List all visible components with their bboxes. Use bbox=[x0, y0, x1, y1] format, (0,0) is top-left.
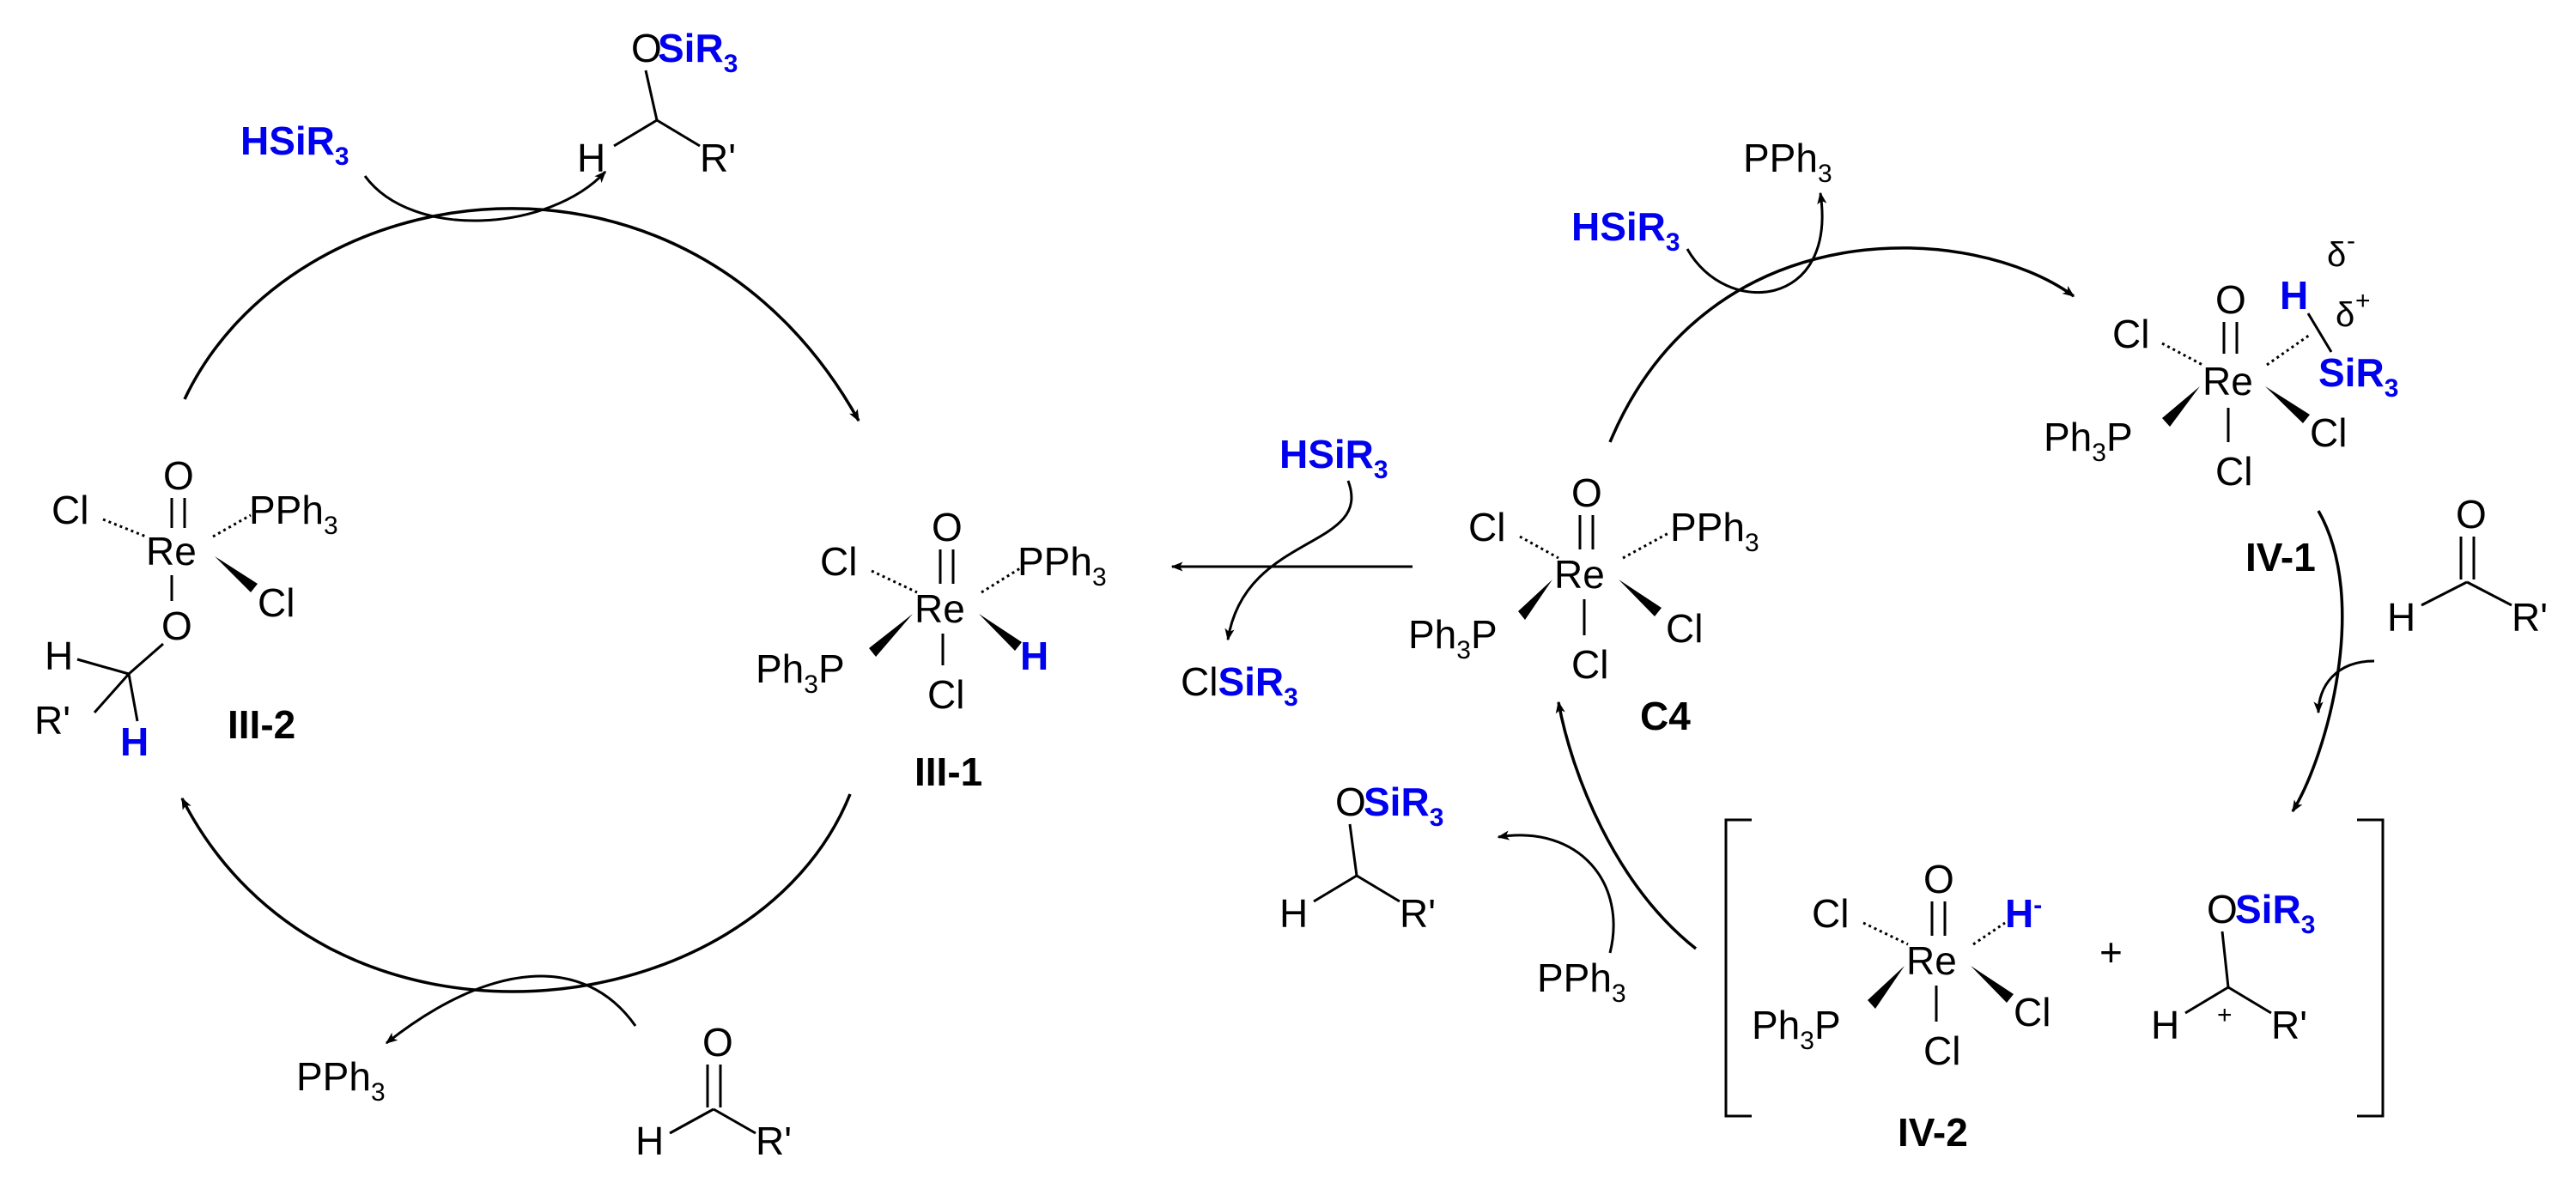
svg-text:PPh3: PPh3 bbox=[1670, 505, 1759, 557]
svg-text:IV-1: IV-1 bbox=[2245, 535, 2316, 579]
svg-text:O: O bbox=[1923, 857, 1954, 901]
svg-text:PPh3: PPh3 bbox=[1018, 539, 1107, 592]
svg-text:C4: C4 bbox=[1640, 694, 1691, 738]
side-arrow-bottom-right bbox=[1497, 830, 1615, 954]
svg-text:H: H bbox=[577, 136, 605, 180]
svg-text:-: - bbox=[2347, 227, 2355, 255]
complex-iv1: O Re Cl H δ - δ + SiR3 Ph3P Cl Cl IV-1 bbox=[2044, 227, 2398, 579]
svg-text:Cl: Cl bbox=[927, 672, 964, 717]
svg-text:Re: Re bbox=[914, 586, 965, 631]
side-arrow-top-left bbox=[363, 170, 607, 222]
svg-text:Re: Re bbox=[1554, 552, 1605, 597]
svg-text:O: O bbox=[2456, 492, 2487, 537]
svg-text:O: O bbox=[163, 453, 194, 498]
svg-text:SiR3: SiR3 bbox=[2318, 350, 2398, 403]
svg-text:R': R' bbox=[2271, 1003, 2307, 1047]
svg-text:H: H bbox=[120, 719, 149, 764]
svg-text:Cl: Cl bbox=[258, 580, 295, 625]
svg-text:Ph3P: Ph3P bbox=[2044, 415, 2133, 467]
svg-text:R': R' bbox=[756, 1119, 792, 1163]
side-arrow-top-right bbox=[1686, 191, 1827, 294]
arc-iv1-to-iv2 bbox=[2291, 510, 2344, 813]
svg-text:Ph3P: Ph3P bbox=[1408, 612, 1498, 664]
hsir3-middle: HSiR3 bbox=[1279, 432, 1388, 484]
svg-text:Cl: Cl bbox=[2014, 990, 2050, 1034]
svg-text:Cl: Cl bbox=[2215, 449, 2252, 494]
svg-text:H: H bbox=[1279, 891, 1308, 936]
complex-iii2: O Re Cl PPh3 Cl O H R' H III-2 bbox=[34, 453, 338, 764]
svg-text:IV-2: IV-2 bbox=[1898, 1110, 1968, 1155]
pph3-bottom-right: PPh3 bbox=[1537, 956, 1626, 1008]
side-arrow-right-aldehyde bbox=[2313, 659, 2375, 714]
svg-text:+: + bbox=[2355, 287, 2371, 315]
bracket-right bbox=[2357, 818, 2385, 1118]
hsir3-top-right: HSiR3 bbox=[1571, 204, 1680, 257]
svg-text:H: H bbox=[2151, 1003, 2179, 1047]
svg-text:PPh3: PPh3 bbox=[249, 488, 338, 540]
svg-text:H: H bbox=[2280, 273, 2308, 318]
svg-text:SiR3: SiR3 bbox=[658, 26, 738, 78]
cycle-arc-bottom-left bbox=[180, 793, 852, 993]
svg-text:Re: Re bbox=[2202, 359, 2253, 403]
silyl-oxocarbenium: O SiR3 + H R' bbox=[2151, 887, 2315, 1047]
svg-text:O: O bbox=[631, 26, 662, 70]
svg-text:Cl: Cl bbox=[1923, 1028, 1960, 1073]
svg-text:Ph3P: Ph3P bbox=[1752, 1003, 1841, 1055]
svg-text:Cl: Cl bbox=[52, 488, 88, 532]
svg-text:Cl: Cl bbox=[2112, 312, 2149, 356]
svg-text:H: H bbox=[635, 1119, 664, 1163]
svg-text:Ph3P: Ph3P bbox=[756, 646, 845, 699]
arc-c4-to-iv1 bbox=[1608, 246, 2075, 443]
svg-text:R': R' bbox=[700, 136, 736, 180]
bracket-left bbox=[1724, 818, 1752, 1118]
svg-text:R': R' bbox=[2512, 595, 2548, 640]
svg-text:δ: δ bbox=[2336, 296, 2354, 334]
complex-c4: O Re Cl PPh3 Ph3P Cl Cl C4 bbox=[1408, 470, 1759, 738]
svg-text:O: O bbox=[932, 505, 963, 549]
svg-text:O: O bbox=[1571, 470, 1602, 515]
svg-text:SiR3: SiR3 bbox=[1364, 780, 1443, 832]
hsir3-top-left: HSiR3 bbox=[240, 118, 349, 171]
svg-text:H: H bbox=[2387, 595, 2415, 640]
complex-iv2: O Re Cl H- Ph3P Cl Cl IV-2 bbox=[1752, 857, 2050, 1155]
clsir3-middle: ClSiR3 bbox=[1181, 659, 1298, 712]
svg-text:O: O bbox=[2207, 887, 2238, 931]
svg-text:Cl: Cl bbox=[1468, 505, 1505, 549]
side-arrow-middle bbox=[1224, 480, 1353, 641]
pph3-bottom-left: PPh3 bbox=[296, 1054, 386, 1107]
side-arrow-bottom-left bbox=[385, 974, 637, 1045]
svg-text:O: O bbox=[702, 1020, 733, 1065]
svg-text:H: H bbox=[45, 634, 73, 678]
svg-text:Re: Re bbox=[1906, 938, 1957, 983]
svg-text:R': R' bbox=[1400, 891, 1436, 936]
svg-text:O: O bbox=[2215, 277, 2246, 322]
svg-text:Cl: Cl bbox=[1571, 642, 1608, 687]
arc-iv2-to-c4 bbox=[1555, 701, 1698, 950]
complex-iii1: O Re Cl PPh3 Ph3P H Cl III-1 bbox=[756, 505, 1107, 794]
svg-text:R': R' bbox=[34, 698, 70, 743]
svg-text:SiR3: SiR3 bbox=[2235, 887, 2315, 939]
silyl-ether-product-top-left: O SiR3 H R' bbox=[577, 26, 738, 180]
svg-text:Cl: Cl bbox=[1666, 606, 1703, 651]
svg-text:Re: Re bbox=[146, 529, 197, 573]
svg-text:δ: δ bbox=[2327, 236, 2346, 274]
svg-text:III-1: III-1 bbox=[914, 749, 982, 794]
svg-text:Cl: Cl bbox=[1812, 891, 1849, 936]
svg-text:Cl: Cl bbox=[2310, 410, 2347, 455]
svg-text:III-2: III-2 bbox=[228, 702, 295, 747]
svg-text:O: O bbox=[1335, 780, 1366, 824]
cycle-arc-top-left bbox=[183, 207, 860, 422]
svg-text:H-: H- bbox=[2005, 891, 2042, 936]
svg-text:+: + bbox=[2217, 1001, 2233, 1029]
svg-text:Cl: Cl bbox=[820, 539, 857, 584]
silyl-ether-product-bottom-right: O SiR3 H R' bbox=[1279, 780, 1443, 936]
aldehyde-right: O H R' bbox=[2387, 492, 2548, 640]
svg-text:O: O bbox=[161, 604, 192, 648]
svg-text:H: H bbox=[1020, 634, 1048, 678]
pph3-top-right: PPh3 bbox=[1743, 136, 1832, 188]
plus-sign: + bbox=[2099, 930, 2123, 974]
aldehyde-bottom-left: O H R' bbox=[635, 1020, 792, 1163]
